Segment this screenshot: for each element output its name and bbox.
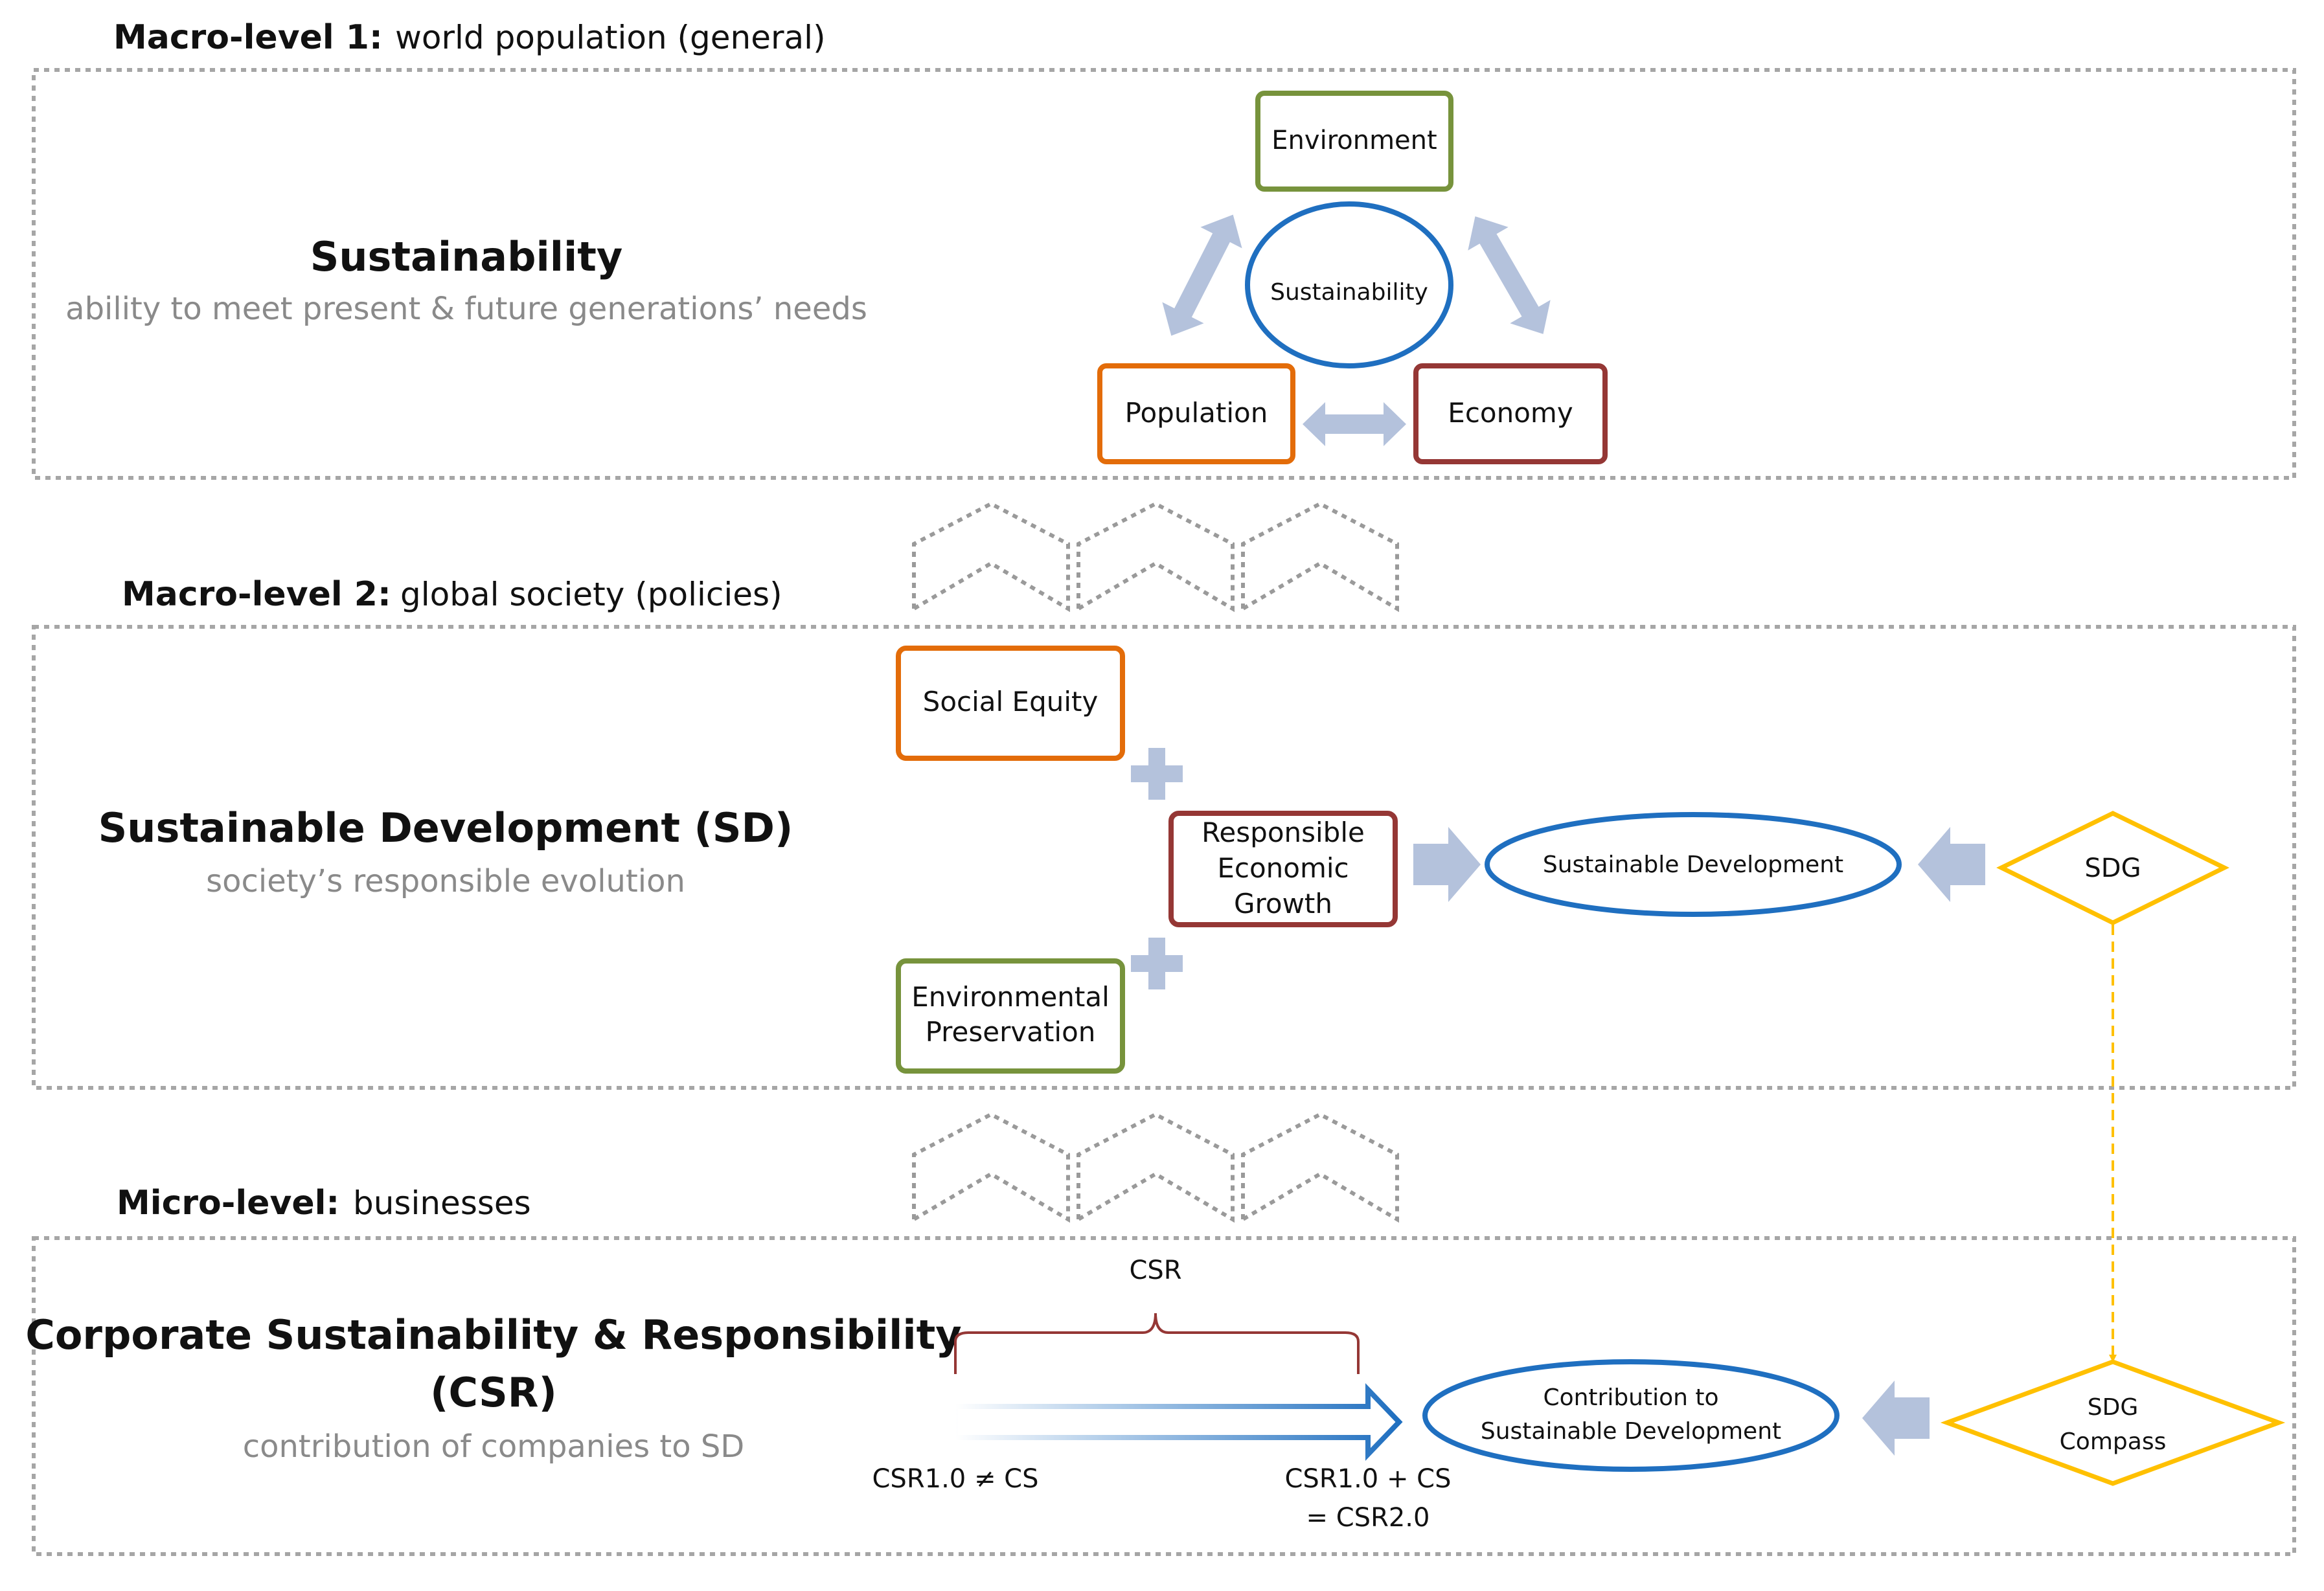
macro1-level-desc: world population (general) [395,19,826,56]
plus-icon [1131,748,1183,800]
arrow-left-icon [1862,1381,1930,1456]
svg-text:Sustainable Development: Sustainable Development [1543,852,1843,878]
svg-text:Sustainability: Sustainability [1270,279,1428,306]
population-node: Population [1097,363,1295,464]
sustainability-node: Sustainability [1245,201,1453,368]
csr-progression-arrow [953,1383,1403,1461]
macro1-level-label: Macro-level 1: [113,18,383,57]
macro2-subtitle: society’s responsible evolution [206,863,685,899]
svg-text:SDG: SDG [2084,853,2141,883]
sdg-node: SDG [1996,811,2229,925]
arrow-left-icon [1918,827,1985,902]
micro-panel [32,1236,2296,1556]
micro-level-label: Micro-level: [117,1184,339,1223]
responsible-growth-node: Responsible Economic Growth [1168,811,1398,927]
svg-text:Sustainable Development: Sustainable Development [1481,1418,1781,1445]
micro-subtitle: contribution of companies to SD [243,1428,745,1465]
svg-text:Economy: Economy [1448,397,1573,429]
micro-title-line1: Corporate Sustainability & Responsibilit… [25,1311,961,1359]
svg-text:Population: Population [1125,397,1268,429]
micro-level-desc: businesses [353,1184,531,1222]
macro2-panel [32,625,2296,1090]
svg-text:Contribution to: Contribution to [1543,1384,1718,1411]
svg-text:Social Equity: Social Equity [923,686,1099,717]
svg-text:Environmental: Environmental [911,981,1110,1013]
environment-node: Environment [1255,91,1453,192]
csr-label: CSR [1129,1256,1181,1285]
macro1-panel [32,68,2296,480]
macro2-title: Sustainable Development (SD) [98,804,793,852]
svg-text:Compass: Compass [2060,1428,2167,1455]
macro2-level-desc: global society (policies) [400,576,782,613]
economy-node: Economy [1413,363,1608,464]
svg-text:Preservation: Preservation [926,1016,1096,1048]
svg-text:SDG: SDG [2088,1394,2138,1421]
plus-icon [1131,938,1183,989]
micro-title-line2: (CSR) [430,1369,557,1416]
double-arrow-population-economy [1303,402,1406,446]
csr-bracket [954,1313,1360,1374]
environmental-preservation-node: Environmental Preservation [896,958,1125,1074]
svg-text:Environment: Environment [1271,126,1437,155]
chevrons-macro2-to-micro [912,1112,1399,1223]
contribution-sd-node: Contribution to Sustainable Development [1422,1359,1840,1472]
csr-end-label-line2: = CSR2.0 [1306,1503,1430,1533]
csr-start-label: CSR1.0 ≠ CS [872,1464,1039,1494]
double-arrow-environment-economy [1468,216,1551,334]
svg-text:Responsible: Responsible [1202,817,1365,848]
svg-text:Economic: Economic [1217,852,1349,884]
arrow-right-icon [1413,827,1481,902]
svg-text:Growth: Growth [1234,888,1332,920]
sustainable-development-node: Sustainable Development [1485,812,1902,917]
macro1-subtitle: ability to meet present & future generat… [65,291,867,327]
sdg-compass-node: SDG Compass [1940,1359,2286,1486]
csr-end-label-line1: CSR1.0 + CS [1285,1464,1452,1494]
chevrons-macro1-to-macro2 [912,501,1399,613]
macro2-level-label: Macro-level 2: [122,575,391,614]
double-arrow-environment-population [1162,214,1242,336]
social-equity-node: Social Equity [896,646,1125,761]
macro1-title: Sustainability [310,233,623,280]
